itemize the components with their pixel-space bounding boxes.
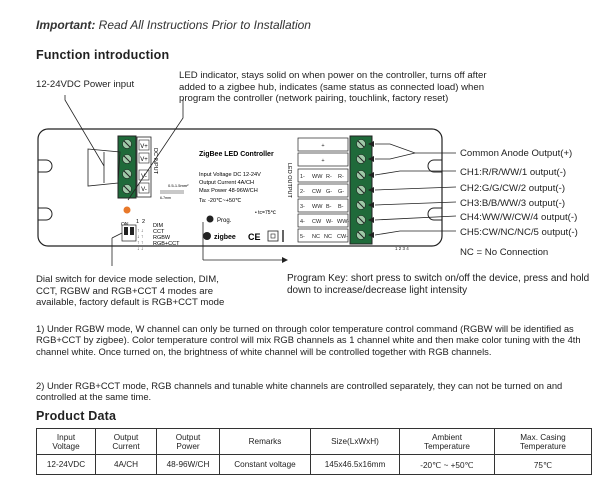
terminal-2-num: 2- [300,189,305,195]
dip-num-2: 2 [142,219,145,225]
svg-text:↑ ↓: ↑ ↓ [137,228,143,234]
vplus-2: V+ [140,157,148,163]
note-rgbcct: 2) Under RGB+CCT mode, RGB channels and … [36,380,563,403]
table-row: 12-24VDC 4A/CH 48-96W/CH Constant voltag… [36,454,592,475]
mode-cct: CCT [153,229,165,235]
mode-dim: DIM [153,223,164,229]
terminal-1-c: R- [338,174,344,180]
terminal-5-c: CW- [337,234,348,240]
th-size: Size(LxWxH) [310,428,400,455]
terminal-2-b: G- [326,189,332,195]
power-input-label: 12-24VDC Power input [36,79,135,90]
cell-output-current: 4A/CH [95,454,157,475]
tc-note: • tc=75℃ [255,210,277,216]
cell-input-voltage: 12-24VDC [36,454,96,475]
cell-casing-temp: 75℃ [494,454,592,475]
dip-num-1: 1 [136,219,139,225]
spec-1: Input Voltage DC 12-24V [199,172,261,178]
spec-3: Max Power 48-96W/CH [199,188,258,194]
led-indicator-dot [123,206,131,214]
common-anode-label: Common Anode Output(+) [460,148,573,159]
program-key-label: Program Key: short press to switch on/of… [287,273,590,296]
zigbee-logo: zigbee [214,234,236,241]
terminal-5-a: NC [312,234,320,240]
prog-label: Prog. [217,218,232,224]
ch4-label: CH4:WW/W/CW/4 output(-) [460,212,578,223]
ch3-label: CH3:B/B/WW/3 output(-) [460,198,566,209]
ch5-label: CH5:CW/NC/NC/5 output(-) [460,227,578,238]
ch2-label: CH2:G/G/CW/2 output(-) [460,183,566,194]
vplus-1: V+ [140,144,148,150]
led-output-label: LED OUTPUT [286,163,292,198]
mounting-holes [38,159,442,221]
bottom-numbers: 1 2 3 4 [395,246,409,251]
terminal-4-a: CW [312,219,322,225]
terminal-5-b: NC [324,234,332,240]
wire-note: 0.5-1.5mm² [168,183,189,188]
terminal-1-b: R- [326,174,332,180]
dial-switch-label: Dial switch for device mode selection, D… [36,274,225,309]
spec-4: Ta: -20℃~+50℃ [199,198,242,204]
svg-text:↓ ↓: ↓ ↓ [137,246,143,252]
vminus-1: V- [141,174,147,180]
device-title: ZigBee LED Controller [199,151,274,158]
cell-size: 145x46.5x16mm [310,454,400,475]
cell-output-power: 48-96W/CH [156,454,220,475]
terminal-plus-2: + [321,158,324,164]
ch1-label: CH1:R/R/WW/1 output(-) [460,167,567,178]
prog-key-button [206,215,214,223]
mode-rgbcct: RGB+CCT [153,241,180,247]
strip-length: 6-7mm [160,196,171,200]
cell-remarks: Constant voltage [219,454,311,475]
terminal-1-a: WW [312,174,323,180]
terminal-5-num: 5- [300,234,305,240]
ce-mark: CE [248,232,261,242]
terminal-1-num: 1- [300,174,305,180]
terminal-2-c: G- [338,189,344,195]
terminal-plus-1: + [321,143,324,149]
th-remarks: Remarks [219,428,311,455]
note-rgbw: 1) Under RGBW mode, W channel can only b… [36,323,581,357]
zigbee-logo-icon [203,232,211,240]
product-data-title: Product Data [36,409,117,423]
input-terminal-block [117,135,137,199]
mode-rgbw: RGBW [153,235,171,241]
class2-icon [267,230,279,242]
vminus-2: V- [141,187,147,193]
terminal-4-b: W- [326,219,333,225]
cell-ambient-temp: -20℃ ~ +50℃ [399,454,495,475]
svg-text:↓ ↑: ↓ ↑ [137,234,143,240]
terminal-2-a: CW [312,189,322,195]
output-terminal-table: + + 1- WW R- R- 2- CW G- G- 3- WW B- B- … [297,137,409,251]
terminal-3-b: B- [326,204,332,210]
terminal-3-num: 3- [300,204,305,210]
terminal-4-c: WW- [337,219,349,225]
led-indicator-label: LED indicator, stays solid on when power… [179,70,487,105]
dc-input-label: DC INPUT [152,148,158,175]
spec-2: Output Current 4A/CH [199,180,254,186]
important-notice: Important: Read All Instructions Prior t… [36,18,311,32]
terminal-3-a: WW [312,204,323,210]
nc-note: NC = No Connection [460,247,549,258]
function-intro-title: Function introduction [36,48,170,62]
terminal-3-c: B- [338,204,344,210]
svg-text:↑ ↑: ↑ ↑ [137,240,143,246]
terminal-4-num: 4- [300,219,305,225]
